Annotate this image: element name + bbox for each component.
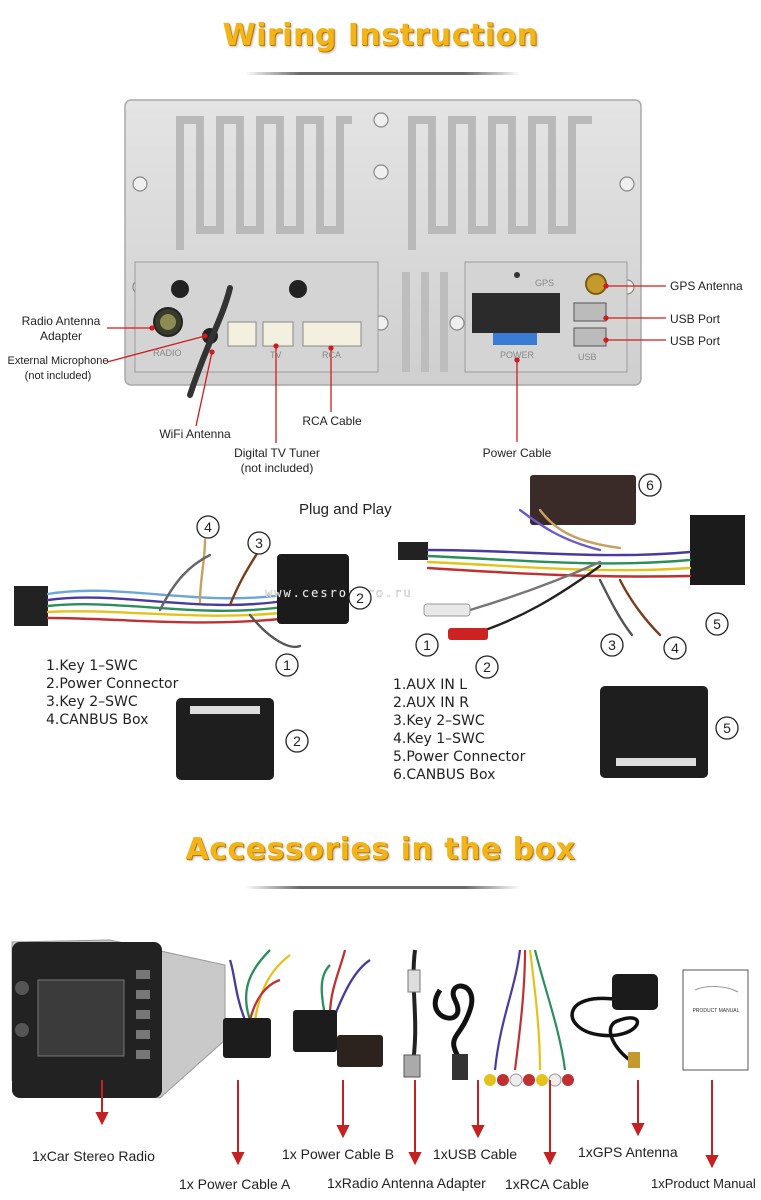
digital-tv-tuner-label: Digital TV Tuner [234, 446, 320, 460]
gps-antenna-label: GPS Antenna [670, 279, 743, 293]
accessory-usb-cable: 1xUSB Cable [433, 1146, 518, 1162]
callout-right-5: 5 [713, 616, 721, 632]
right-legend-item-1: 1.AUX IN L [393, 677, 468, 693]
callout-right-2: 2 [483, 659, 491, 675]
right-legend-item-5: 5.Power Connector [393, 749, 526, 765]
plug-and-play-title: Plug and Play [299, 501, 392, 518]
accessory-power-cable-a: 1x Power Cable A [179, 1176, 291, 1192]
accessory-product-manual: 1xProduct Manual [651, 1176, 756, 1191]
usb-port-label-2: USB Port [670, 334, 721, 348]
manual-cover-text: PRODUCT MANUAL [693, 1008, 740, 1014]
accessories-divider [245, 886, 520, 889]
accessories-heading: Accessories in the box [185, 832, 576, 867]
right-harness-legend: 1.AUX IN L 2.AUX IN R 3.Key 2–SWC 4.Key … [393, 676, 525, 784]
right-legend-item-6: 6.CANBUS Box [393, 767, 496, 783]
panel-mark-usb: USB [578, 352, 597, 362]
panel-mark-power: POWER [500, 350, 535, 360]
callout-left-2-box: 2 [293, 733, 301, 749]
callout-left-3: 3 [255, 535, 263, 551]
external-microphone-note: (not included) [24, 370, 92, 382]
accessory-rca-cable: 1xRCA Cable [505, 1176, 590, 1192]
wiring-harness-illustration: www.cesroniro.ru 1 2 3 4 2 1 2 3 4 5 6 [14, 473, 745, 780]
right-legend-item-2: 2.AUX IN R [393, 695, 470, 711]
accessory-power-cable-b: 1x Power Cable B [282, 1146, 395, 1162]
rca-cable-label: RCA Cable [302, 414, 362, 428]
callout-left-4: 4 [204, 519, 212, 535]
callout-right-3: 3 [608, 637, 616, 653]
panel-mark-radio: RADIO [153, 348, 182, 358]
digital-tv-tuner-note: (not included) [240, 461, 314, 475]
callout-right-6: 6 [646, 477, 654, 493]
radio-antenna-adapter-label: Radio Antenna Adapter [21, 314, 101, 343]
accessory-car-stereo-radio: 1xCar Stereo Radio [32, 1148, 155, 1164]
accessory-gps-antenna: 1xGPS Antenna [578, 1144, 678, 1160]
wiring-heading: Wiring Instruction [222, 18, 539, 53]
accessory-radio-antenna-adapter: 1xRadio Antenna Adapter [327, 1175, 486, 1191]
panel-mark-tv: TV [270, 350, 282, 360]
panel-mark-rca: RCA [322, 350, 342, 360]
left-legend-item-2: 2.Power Connector [46, 676, 179, 692]
right-legend-item-3: 3.Key 2–SWC [393, 713, 485, 729]
left-legend-item-1: 1.Key 1–SWC [46, 658, 138, 674]
right-legend-item-4: 4.Key 1–SWC [393, 731, 485, 747]
callout-left-1: 1 [283, 657, 291, 673]
wifi-antenna-label: WiFi Antenna [159, 427, 231, 441]
callout-left-2: 2 [356, 590, 364, 606]
head-unit-back-panel [106, 99, 666, 443]
external-microphone-label: External Microphone [7, 355, 109, 367]
left-harness-legend: 1.Key 1–SWC 2.Power Connector 3.Key 2–SW… [46, 657, 178, 729]
accessories-illustration: PRODUCT MANUAL [11, 939, 749, 1169]
callout-right-5-box: 5 [723, 720, 731, 736]
left-legend-item-3: 3.Key 2–SWC [46, 694, 138, 710]
left-legend-item-4: 4.CANBUS Box [46, 712, 149, 728]
callout-right-4: 4 [671, 640, 679, 656]
heading-divider [245, 72, 520, 75]
callout-right-1: 1 [423, 637, 431, 653]
usb-port-label-1: USB Port [670, 312, 721, 326]
power-cable-label: Power Cable [482, 446, 552, 460]
watermark-text: www.cesroniro.ru [265, 586, 413, 600]
panel-mark-gps: GPS [535, 278, 555, 288]
